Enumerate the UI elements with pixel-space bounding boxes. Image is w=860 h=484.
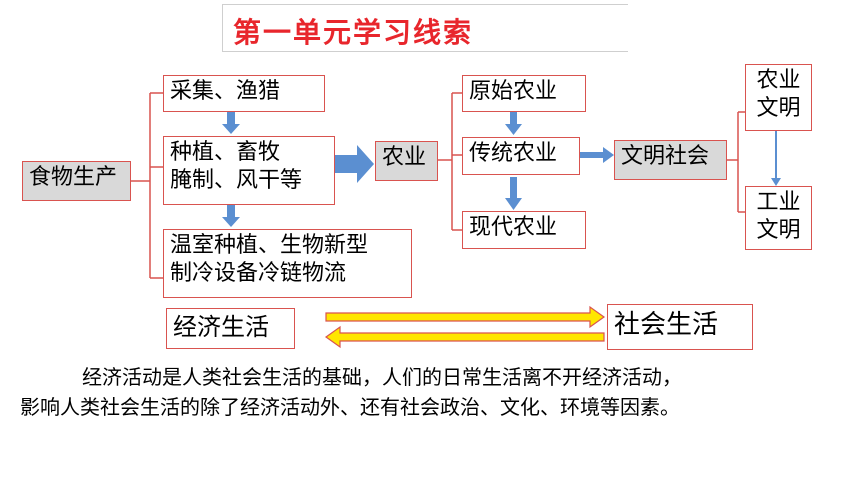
node-economic-life-label: 经济生活	[173, 313, 269, 341]
page-title: 第一单元学习线索	[233, 16, 474, 49]
node-planting-line2: 腌制、风干等	[170, 168, 303, 193]
node-industrial-civilization: 工业 文明	[745, 186, 812, 250]
node-traditional-agriculture-label: 传统农业	[469, 141, 558, 166]
arrow-down-planting	[222, 205, 240, 227]
arrowhead-industrial	[771, 178, 781, 186]
node-industrial-civilization-line1: 工业	[756, 190, 801, 215]
node-social-life-label: 社会生活	[614, 310, 719, 340]
node-planting: 种植、畜牧 腌制、风干等	[163, 136, 335, 205]
node-gathering-label: 采集、渔猎	[170, 79, 281, 104]
bracket-food-production	[131, 92, 163, 279]
node-gathering: 采集、渔猎	[163, 75, 325, 112]
node-social-life: 社会生活	[607, 304, 753, 350]
paragraph-line1: 经济活动是人类社会生活的基础，人们的日常生活离不开经济活动，	[82, 365, 682, 389]
bracket-agriculture	[438, 92, 462, 231]
arrow-right-to-agriculture	[333, 145, 374, 183]
node-modern-agriculture-label: 现代农业	[469, 215, 558, 240]
node-agricultural-civilization-line2: 文明	[756, 96, 801, 121]
arrow-yellow-right	[325, 305, 606, 329]
node-primitive-agriculture: 原始农业	[462, 75, 586, 112]
arrow-right-to-society	[580, 147, 614, 163]
arrow-yellow-left	[324, 325, 605, 349]
paragraph-line2: 影响人类社会生活的除了经济活动外、还有社会政治、文化、环境等因素。	[20, 395, 680, 419]
node-agriculture-label: 农业	[382, 145, 427, 170]
node-greenhouse-line1: 温室种植、生物新型	[170, 233, 369, 258]
node-planting-line1: 种植、畜牧	[170, 140, 281, 165]
node-greenhouse-line2: 制冷设备冷链物流	[170, 261, 347, 286]
title-box: 第一单元学习线索	[222, 4, 628, 52]
node-food-production: 食物生产	[22, 161, 131, 201]
node-greenhouse: 温室种植、生物新型 制冷设备冷链物流	[163, 229, 412, 298]
node-civilized-society-label: 文明社会	[621, 144, 710, 169]
node-economic-life: 经济生活	[166, 308, 295, 349]
bracket-civilization	[727, 111, 745, 213]
arrow-down-gathering	[222, 112, 240, 134]
arrow-down-primitive	[505, 112, 522, 135]
node-agricultural-civilization: 农业 文明	[745, 64, 812, 131]
node-food-production-label: 食物生产	[29, 165, 118, 190]
node-modern-agriculture: 现代农业	[462, 211, 586, 249]
node-agriculture: 农业	[375, 141, 438, 181]
down-arrows	[222, 112, 522, 227]
node-primitive-agriculture-label: 原始农业	[469, 79, 558, 104]
node-industrial-civilization-line2: 文明	[756, 218, 801, 243]
arrow-down-traditional	[505, 177, 522, 210]
node-traditional-agriculture: 传统农业	[462, 137, 580, 175]
node-agricultural-civilization-line1: 农业	[756, 68, 801, 93]
node-civilized-society: 文明社会	[614, 140, 727, 180]
